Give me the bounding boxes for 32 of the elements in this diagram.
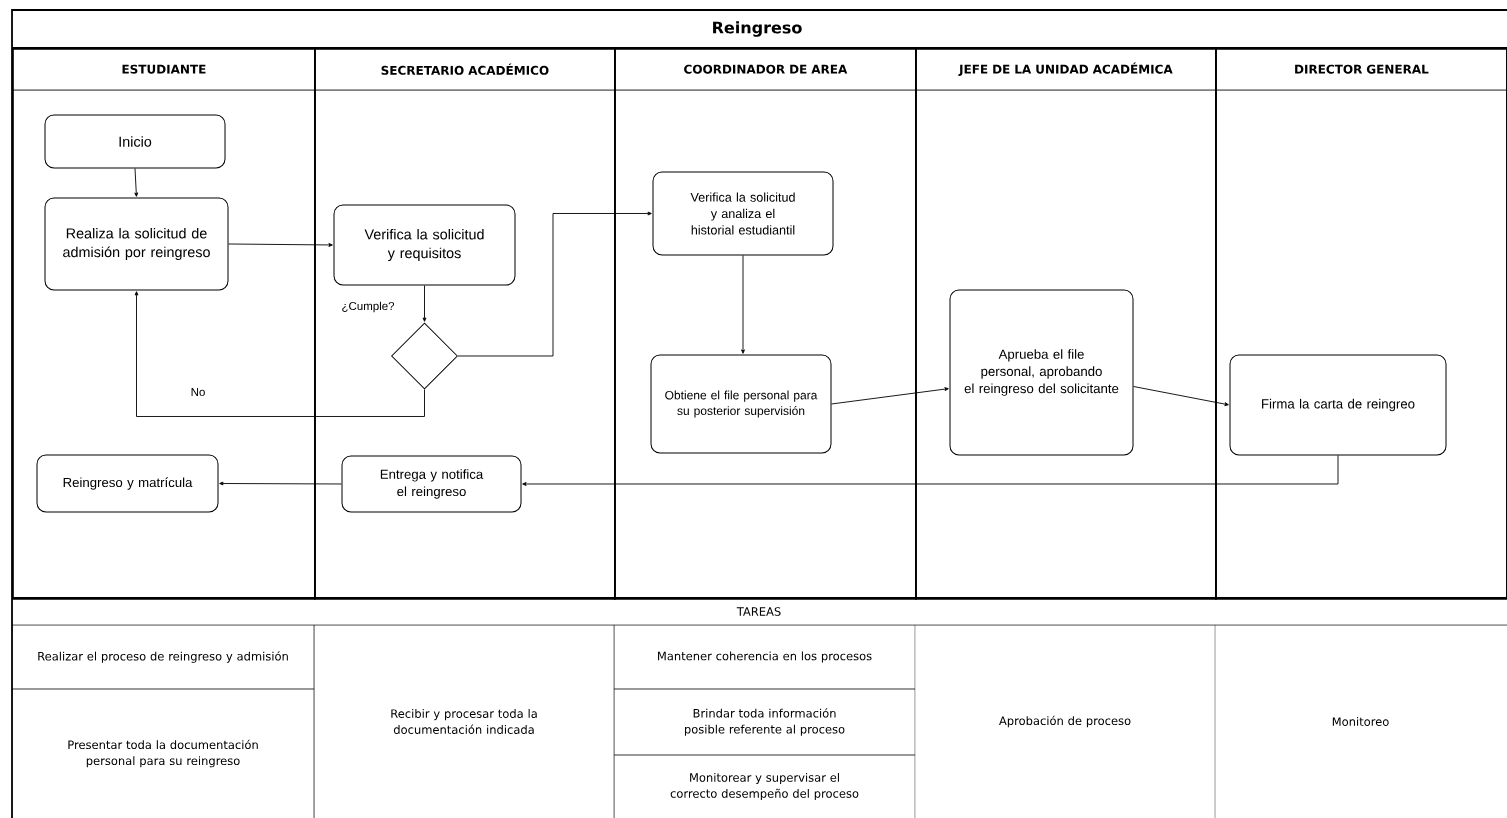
table-cell: Brindar toda información posible referente al proceso xyxy=(685,708,845,736)
table-cell: Recibir y procesar toda la documentación indicada xyxy=(391,709,537,734)
process-box: Aprueba el file personal, aprobando el reingreso del solicitante xyxy=(949,289,1134,456)
process-box: Realiza la solicitud de admisión por reingreso xyxy=(44,197,229,291)
arrow xyxy=(522,455,1339,486)
arrow xyxy=(134,168,139,197)
arrow xyxy=(228,243,333,247)
process-box: Firma la carta de reingreo xyxy=(1229,354,1447,456)
arrow xyxy=(457,211,652,357)
table-header: TAREAS xyxy=(736,607,781,616)
arrow xyxy=(422,285,427,322)
edge-label: ¿Cumple? xyxy=(340,300,396,314)
process-box: Obtiene el file personal para su posterior supervisión xyxy=(650,354,832,454)
diagram-title: Reingreso xyxy=(713,21,802,37)
decision-diamond xyxy=(391,322,458,390)
table-cell: Aprobación de proceso xyxy=(999,715,1131,728)
table-cell: Mantener coherencia en los procesos xyxy=(658,651,872,663)
table-cell: Monitorear y supervisar el correcto desempeño del proceso xyxy=(670,772,859,801)
arrow xyxy=(1133,386,1229,406)
arrow xyxy=(741,255,745,354)
table-cell: Presentar toda la documentación personal para su reingreso xyxy=(68,739,258,768)
edge-label: No xyxy=(189,387,207,397)
arrow xyxy=(134,291,425,417)
process-box: Verifica la solicitud y requisitos xyxy=(333,204,516,286)
table-cell: Realizar el proceso de reingreso y admisión xyxy=(38,651,288,663)
table-cell: Monitoreo xyxy=(1332,717,1389,726)
arrow xyxy=(831,387,949,405)
arrow xyxy=(219,481,342,486)
process-box: Verifica la solicitud y analiza el historial estudiantil xyxy=(652,171,834,256)
process-box: Reingreso y matrícula xyxy=(36,454,219,513)
process-box: Entrega y notifica el reingreso xyxy=(341,455,522,513)
process-box: Inicio xyxy=(44,114,226,169)
